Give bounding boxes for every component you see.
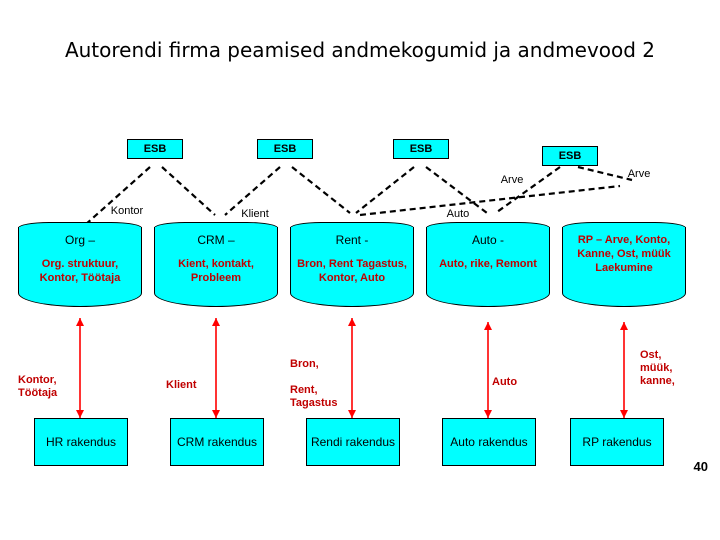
app-box-hr[interactable]: HR rakendus: [34, 418, 128, 466]
datastore-name: Auto -: [471, 233, 504, 247]
datastore-org: Org – Org. struktuur, Kontor, Töötaja: [18, 222, 142, 307]
flow-label-klient-lower: Klient: [166, 379, 197, 391]
cylinder-body: Rent - Bron, Rent Tagastus, Kontor, Auto: [290, 227, 414, 307]
flow-label-arve-right: Arve: [627, 168, 651, 180]
datastore-contents: Bron, Rent Tagastus, Kontor, Auto: [297, 258, 407, 284]
esb-tag-3: ESB: [393, 139, 449, 159]
flow-label-auto: Auto: [446, 208, 470, 220]
esb-tag-2: ESB: [257, 139, 313, 159]
datastore-contents: Auto, rike, Remont: [439, 258, 537, 270]
flow-label-bron-rent-tagastus: Bron, Rent, Tagastus: [290, 358, 338, 409]
cylinder-body: RP – Arve, Konto, Kanne, Ost, müük Laeku…: [562, 227, 686, 307]
datastore-rent: Rent - Bron, Rent Tagastus, Kontor, Auto: [290, 222, 414, 307]
flow-label-kontor: Kontor: [110, 205, 144, 217]
datastore-contents: Kient, kontakt, Probleem: [178, 258, 254, 284]
datastore-name: Org –: [64, 233, 95, 247]
cylinder-body: Org – Org. struktuur, Kontor, Töötaja: [18, 227, 142, 307]
flow-label-ost-muuk-kanne: Ost, müük, kanne,: [640, 349, 675, 387]
esb-tag-4: ESB: [542, 146, 598, 166]
flow-label-arve-left: Arve: [500, 174, 524, 186]
app-box-rp[interactable]: RP rakendus: [570, 418, 664, 466]
datastore-auto: Auto - Auto, rike, Remont: [426, 222, 550, 307]
flow-label-auto-lower: Auto: [492, 376, 518, 388]
datastore-crm: CRM – Kient, kontakt, Probleem: [154, 222, 278, 307]
page-number: 40: [693, 459, 708, 474]
flow-label-kontor-tootaja: Kontor, Töötaja: [18, 374, 58, 399]
datastore-name: RP – Arve, Konto, Kanne, Ost, müük Laeku…: [577, 234, 671, 274]
cylinder-body: Auto - Auto, rike, Remont: [426, 227, 550, 307]
app-box-rendi[interactable]: Rendi rakendus: [306, 418, 400, 466]
esb-tag-1: ESB: [127, 139, 183, 159]
page-title: Autorendi firma peamised andmekogumid ja…: [64, 38, 656, 62]
datastore-rp: RP – Arve, Konto, Kanne, Ost, müük Laeku…: [562, 222, 686, 307]
cylinder-body: CRM – Kient, kontakt, Probleem: [154, 227, 278, 307]
app-box-auto[interactable]: Auto rakendus: [442, 418, 536, 466]
flow-label-klient: Klient: [241, 208, 269, 220]
app-box-crm[interactable]: CRM rakendus: [170, 418, 264, 466]
datastore-name: CRM –: [197, 233, 235, 247]
datastore-name: Rent -: [335, 233, 369, 247]
datastore-contents: Org. struktuur, Kontor, Töötaja: [39, 258, 121, 284]
